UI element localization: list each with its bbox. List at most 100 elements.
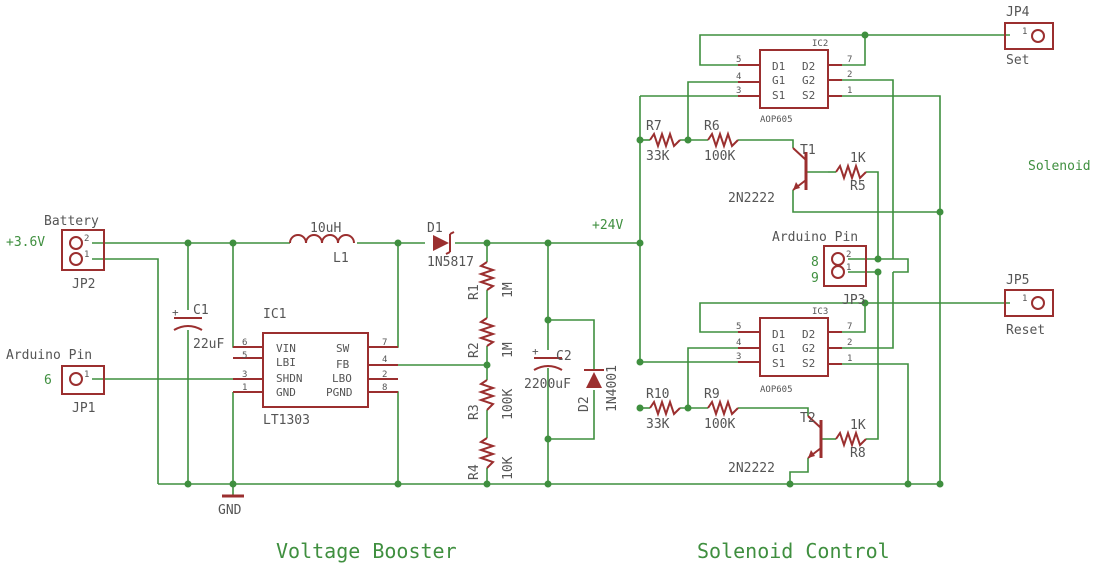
r9-name: R9 — [704, 387, 720, 402]
r8-value: 1K — [850, 418, 866, 433]
ic2-pin-num: 7 — [847, 55, 852, 65]
ic1-pin-label: SHDN — [276, 372, 303, 385]
capacitor-c1: + C1 22uF — [172, 303, 224, 352]
jp1-pin1-number: 1 — [84, 370, 89, 380]
ic3-pin-num: 5 — [736, 322, 741, 332]
ic1-pin-num: 6 — [242, 338, 247, 348]
jp2-label: Battery — [44, 214, 99, 229]
ic3-value: AOP605 — [760, 385, 793, 395]
ic2-pin-num: 3 — [736, 86, 741, 96]
section-solenoid-control: Solenoid Control — [697, 539, 890, 563]
r2-name: R2 — [467, 342, 482, 358]
r10-name: R10 — [646, 387, 669, 402]
jp5-name: JP5 — [1006, 273, 1029, 288]
r3-name: R3 — [467, 404, 482, 420]
d2-value: 1N4001 — [605, 365, 620, 412]
ic2-pin-label: D2 — [802, 60, 815, 73]
ic2-pin-num: 4 — [736, 72, 741, 82]
t2-value: 2N2222 — [728, 461, 775, 476]
d1-name: D1 — [427, 221, 443, 236]
ic3-pin-num: 7 — [847, 322, 852, 332]
ic2-name: IC2 — [812, 39, 828, 49]
jp3-label: Arduino Pin — [772, 230, 858, 245]
ic2-value: AOP605 — [760, 115, 793, 125]
r1-value: 1M — [501, 282, 516, 298]
ic3-pin-label: S1 — [772, 357, 785, 370]
resistor-r4: R4 10K — [467, 437, 516, 480]
ic3-pin-num: 3 — [736, 352, 741, 362]
r10-value: 33K — [646, 417, 670, 432]
ic1-pin-label: PGND — [326, 386, 353, 399]
resistor-r10: R10 33K — [646, 387, 681, 432]
ic1-pin-num: 4 — [382, 355, 387, 365]
r1-name: R1 — [467, 284, 482, 300]
resistor-r3: R3 100K — [467, 379, 516, 420]
r4-name: R4 — [467, 464, 482, 480]
c1-name: C1 — [193, 303, 209, 318]
jp4-label: Set — [1006, 53, 1029, 68]
ic1-lt1303: IC1 LT1303 6 5 3 1 VIN LBI SHDN GND 7 4 … — [233, 307, 398, 428]
ic3-pin-label: D1 — [772, 328, 785, 341]
svg-text:+: + — [172, 306, 179, 319]
d1-value: 1N5817 — [427, 255, 474, 270]
ic1-pin-num: 2 — [382, 370, 387, 380]
t1-value: 2N2222 — [728, 191, 775, 206]
jp1-name: JP1 — [72, 401, 95, 416]
net-arduino-pin-9: 9 — [811, 271, 819, 286]
ic1-pin-num: 1 — [242, 383, 247, 393]
r2-value: 1M — [501, 342, 516, 358]
jp1-label: Arduino Pin — [6, 348, 92, 363]
net-vbat-label: +3.6V — [6, 235, 45, 250]
jp2-name: JP2 — [72, 277, 95, 292]
c2-value: 2200uF — [524, 377, 571, 392]
jp5-label: Reset — [1006, 323, 1045, 338]
ic1-pin-label: GND — [276, 386, 296, 399]
jp5-pin1-number: 1 — [1022, 294, 1027, 304]
net-v24-label: +24V — [592, 218, 623, 233]
resistor-r2: R2 1M — [467, 317, 516, 358]
r8-name: R8 — [850, 446, 866, 461]
solenoid-label: Solenoid — [1028, 159, 1091, 174]
transistor-t2: T2 2N2222 — [728, 411, 823, 476]
ic2-pin-label: G1 — [772, 74, 785, 87]
connector-jp5: 1 JP5 Reset — [1004, 273, 1054, 338]
r9-value: 100K — [704, 417, 735, 432]
connector-jp3: 2 1 Arduino Pin JP3 8 9 — [772, 230, 867, 308]
d2-name: D2 — [577, 396, 592, 412]
resistor-r9: R9 100K — [704, 387, 739, 432]
ic3-aop605: IC3 AOP605 5 4 3 D1 G1 S1 7 2 1 D2 G2 S2 — [736, 307, 852, 395]
jp3-name: JP3 — [842, 293, 865, 308]
junctions — [184, 31, 944, 488]
ic3-pin-label: G2 — [802, 342, 815, 355]
ic1-name: IC1 — [263, 307, 286, 322]
net-arduino-pin-8: 8 — [811, 255, 819, 270]
resistor-r7: R7 33K — [646, 119, 681, 164]
ic2-pin-label: S1 — [772, 89, 785, 102]
resistor-r8: 1K R8 — [835, 418, 867, 461]
jp3-pin2-number: 2 — [846, 250, 851, 260]
ic1-pin-num: 5 — [242, 351, 247, 361]
connector-jp1: 1 Arduino Pin JP1 6 — [6, 348, 105, 416]
ic1-value: LT1303 — [263, 413, 310, 428]
ic3-pin-num: 4 — [736, 338, 741, 348]
ic3-pin-label: D2 — [802, 328, 815, 341]
r6-name: R6 — [704, 119, 720, 134]
diode-d1: D1 1N5817 — [427, 221, 474, 270]
ic1-pin-label: SW — [336, 342, 350, 355]
resistor-r5: 1K R5 — [828, 151, 867, 194]
connector-jp4: 1 JP4 Set — [1004, 5, 1054, 68]
r7-value: 33K — [646, 149, 670, 164]
jp4-name: JP4 — [1006, 5, 1030, 20]
resistor-r6: R6 100K — [704, 119, 739, 164]
ic3-pin-num: 1 — [847, 354, 852, 364]
svg-text:+: + — [532, 345, 539, 358]
t1-name: T1 — [800, 143, 816, 158]
jp4-pin1-number: 1 — [1022, 27, 1027, 37]
t2-name: T2 — [800, 411, 816, 426]
ground-symbol: GND — [218, 494, 244, 518]
ic2-pin-label: G2 — [802, 74, 815, 87]
ic2-pin-num: 1 — [847, 86, 852, 96]
l1-value: 10uH — [310, 221, 341, 236]
ic1-pin-num: 7 — [382, 338, 387, 348]
ic1-pin-label: FB — [336, 358, 350, 371]
